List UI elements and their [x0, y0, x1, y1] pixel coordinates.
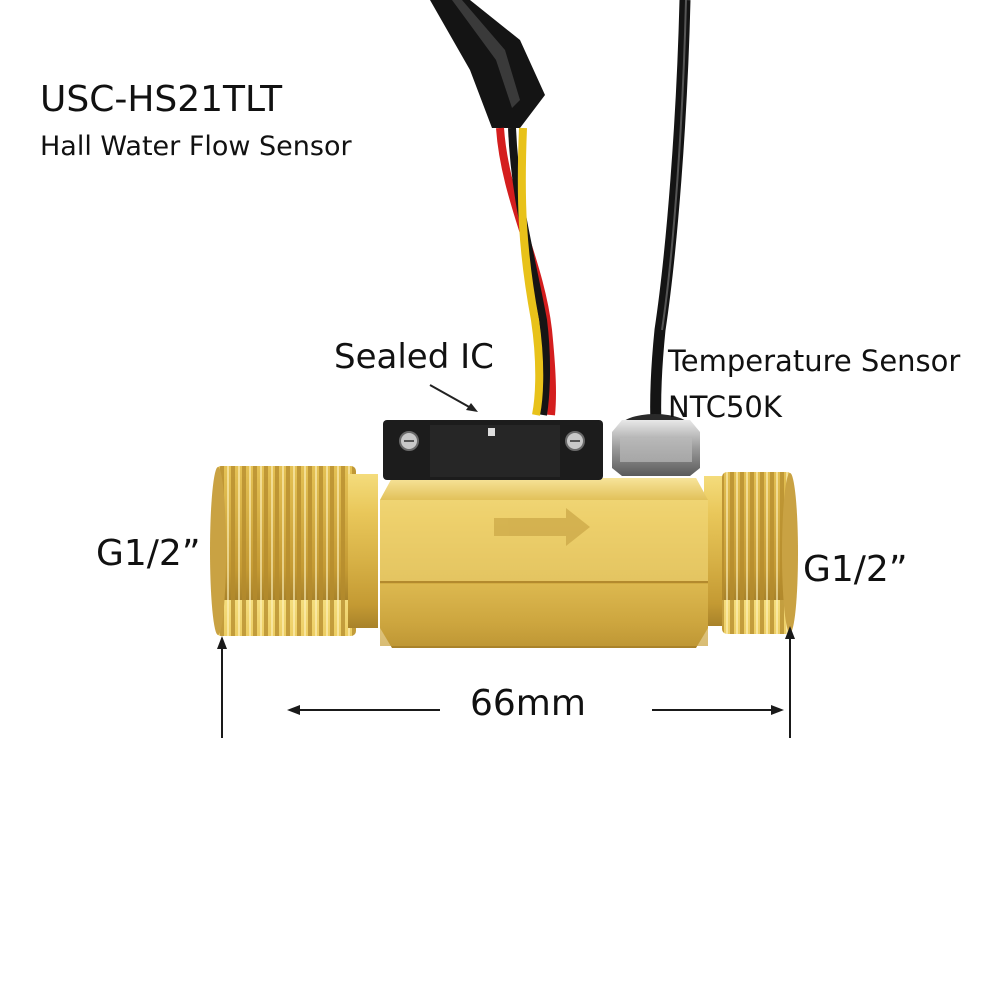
left-thread: [216, 466, 356, 636]
product-description: Hall Water Flow Sensor: [40, 131, 352, 162]
model-name: USC-HS21TLT: [40, 79, 283, 120]
temperature-sensor-wire: [650, 0, 691, 426]
yellow-wire: [517, 127, 544, 416]
length-dimension-label: 66mm: [470, 683, 586, 724]
temperature-sensor-label: Temperature Sensor: [668, 344, 961, 378]
flow-direction-arrow: [494, 508, 590, 546]
length-dimension-arrows: [217, 626, 795, 738]
right-thread: [722, 472, 792, 634]
signal-cable-jacket: [430, 0, 545, 128]
ntc-model-label: NTC50K: [668, 390, 782, 424]
black-wire: [508, 127, 551, 416]
left-thread-size-label: G1/2”: [96, 533, 201, 574]
sealed-ic-label: Sealed IC: [334, 337, 494, 377]
right-thread-size-label: G1/2”: [803, 549, 908, 590]
signal-cable-highlight: [452, 0, 520, 108]
